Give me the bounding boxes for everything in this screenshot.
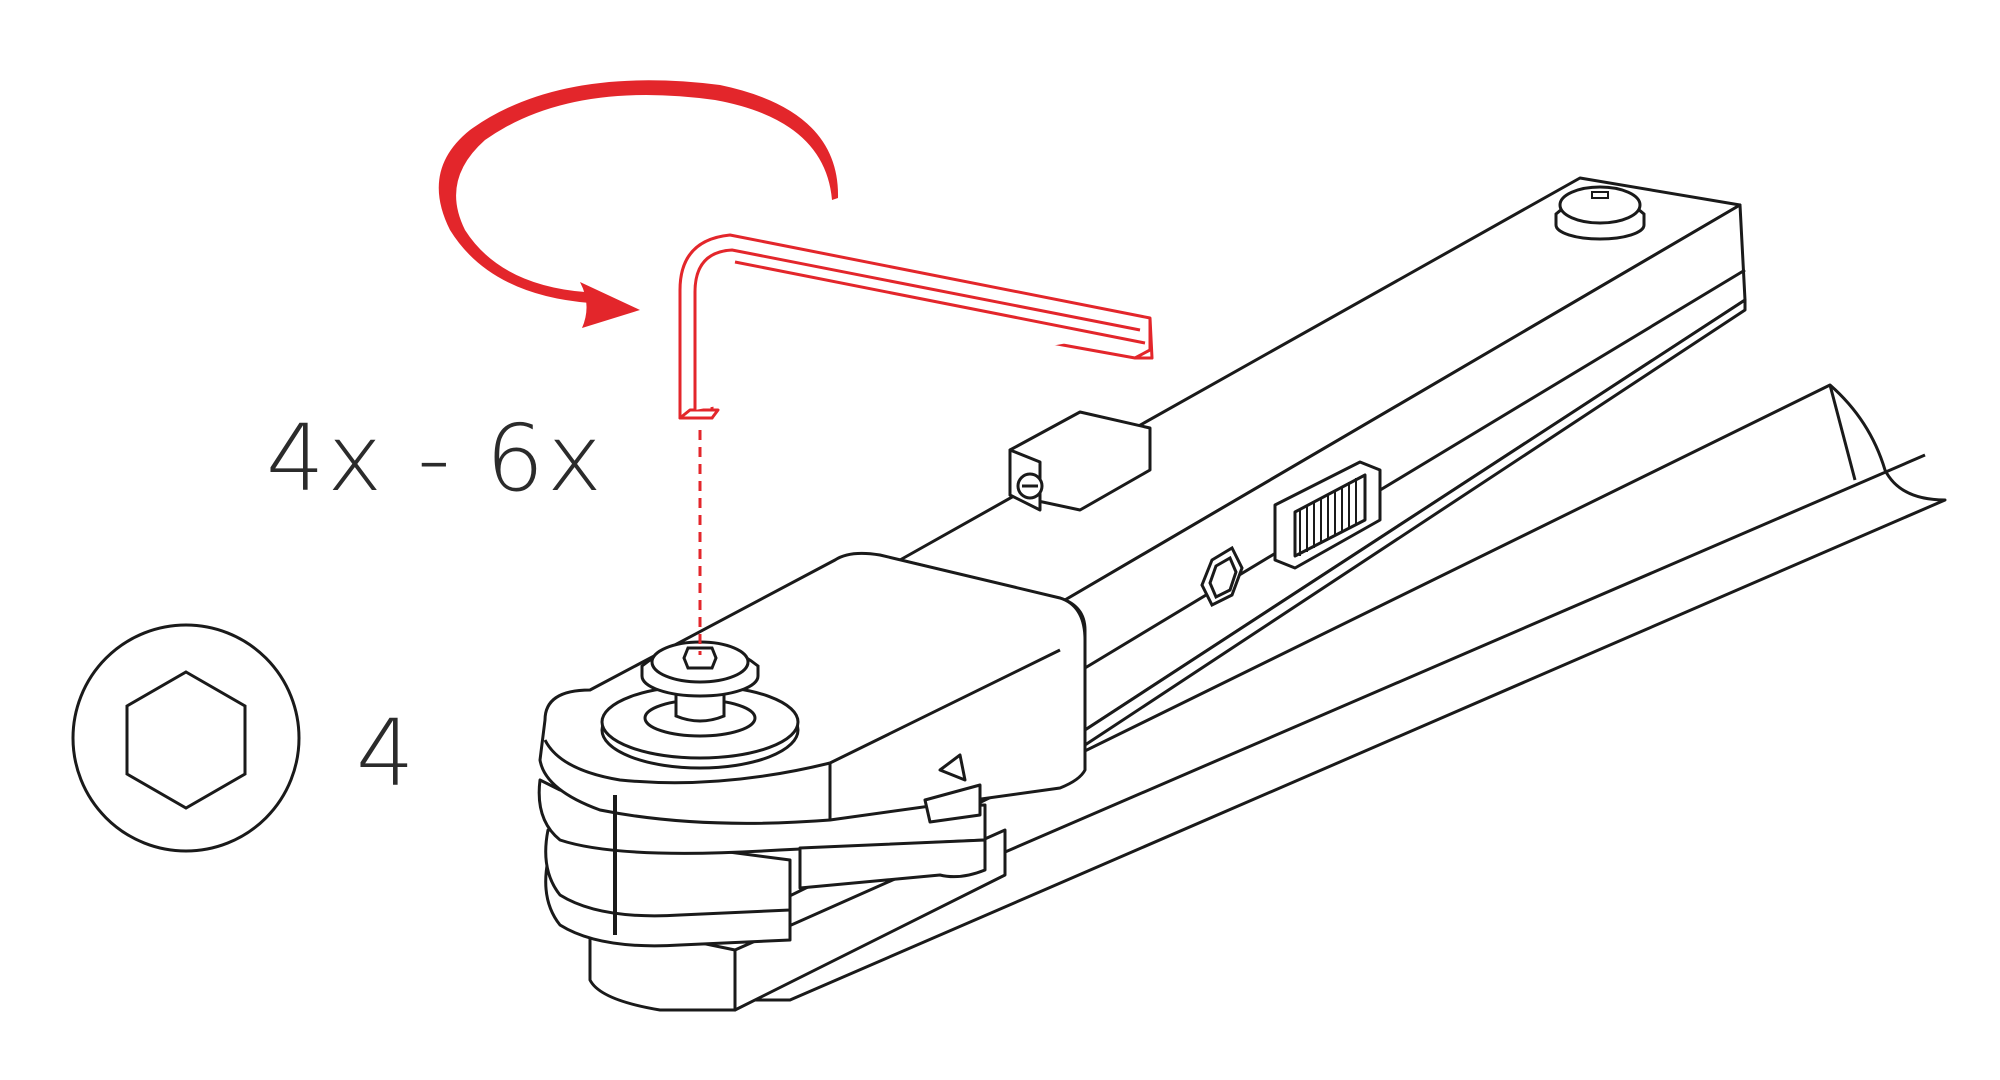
- allen-key-icon: [678, 233, 1154, 420]
- clamp-block: [1008, 410, 1152, 512]
- hinge-bolt: [600, 640, 800, 770]
- rotation-arrow-icon: [438, 80, 839, 328]
- hinge-head: [537, 551, 1087, 1012]
- end-screw: [1554, 185, 1646, 241]
- hex-recess: [1200, 545, 1244, 608]
- turns-label: 4x - 6x: [266, 405, 605, 512]
- locking-slider: [1273, 460, 1382, 570]
- hex-socket-icon: [71, 623, 301, 853]
- hex-key-size-label: 4: [356, 700, 415, 807]
